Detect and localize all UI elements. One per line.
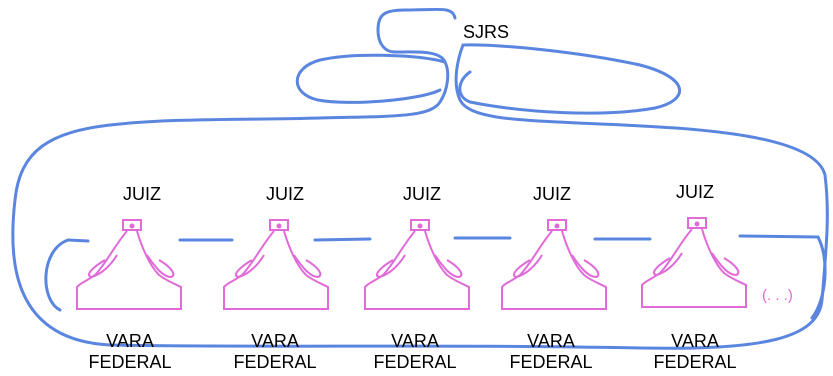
court-label-2-line2: FEDERAL <box>220 352 330 373</box>
figure-5 <box>642 218 746 307</box>
court-label-1: VARA FEDERAL <box>75 331 185 373</box>
court-label-4-line2: FEDERAL <box>496 352 606 373</box>
court-label-5-line2: FEDERAL <box>640 352 750 373</box>
court-label-1-line2: FEDERAL <box>75 352 185 373</box>
judge-label-4: JUIZ <box>512 184 592 205</box>
outline-right-loop <box>460 45 680 113</box>
figure-4 <box>502 220 606 309</box>
court-label-1-line1: VARA <box>75 331 185 352</box>
judge-label-1: JUIZ <box>102 184 182 205</box>
judge-label-2: JUIZ <box>245 184 325 205</box>
judge-label-3: JUIZ <box>382 184 462 205</box>
figure-1 <box>77 220 181 309</box>
figure-3 <box>365 220 469 309</box>
outline-left-loop <box>297 55 445 102</box>
court-label-5: VARA FEDERAL <box>640 331 750 373</box>
court-label-3-line1: VARA <box>360 331 470 352</box>
court-label-2-line1: VARA <box>220 331 330 352</box>
figure-2 <box>224 220 328 309</box>
outline-body <box>13 9 828 348</box>
judge-label-5: JUIZ <box>655 182 735 203</box>
court-label-3-line2: FEDERAL <box>360 352 470 373</box>
court-label-4-line1: VARA <box>496 331 606 352</box>
court-label-4: VARA FEDERAL <box>496 331 606 373</box>
ellipsis-marker: (. . .) <box>762 287 793 304</box>
court-label-2: VARA FEDERAL <box>220 331 330 373</box>
court-label-3: VARA FEDERAL <box>360 331 470 373</box>
title-label: SJRS <box>463 22 509 43</box>
inner-bottom-curve <box>46 240 68 310</box>
court-label-5-line1: VARA <box>640 331 750 352</box>
